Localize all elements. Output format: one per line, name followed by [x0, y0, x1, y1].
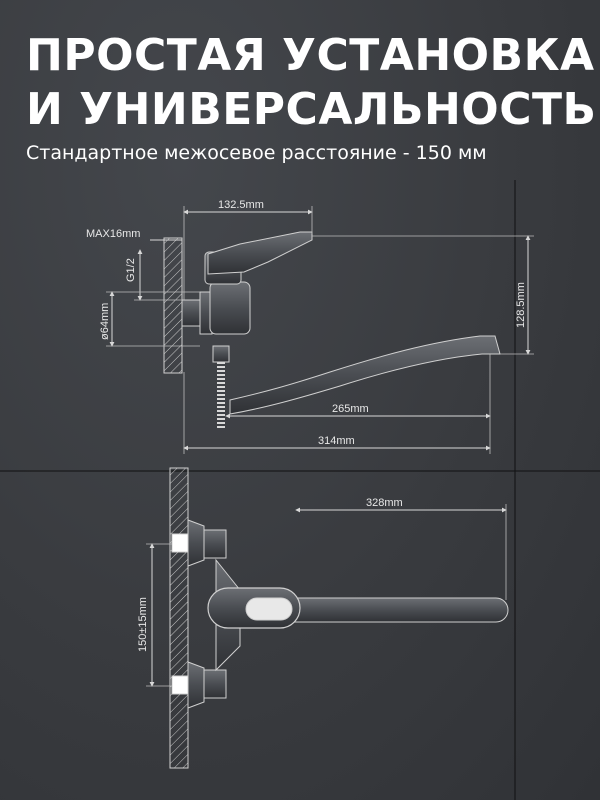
lever-handle-side [207, 231, 313, 275]
dim-label-265: 265mm [332, 403, 369, 415]
nut-bottom [203, 669, 227, 699]
inlet-bottom [171, 675, 191, 695]
headline-line-1: ПРОСТАЯ УСТАНОВКА [26, 30, 595, 81]
side-view: 132.5mm MAX16mm G1/2 ø64mm 128.5mm 265mm… [86, 199, 534, 454]
headline-line-2: И УНИВЕРСАЛЬНОСТЬ [26, 84, 597, 135]
front-view: 328mm 150±15mm [137, 467, 509, 769]
subtitle: Стандартное межосевое расстояние - 150 м… [26, 142, 487, 164]
dim-label-328: 328mm [366, 497, 403, 509]
decor-cap-bottom [187, 661, 205, 709]
wall-hatch-side [163, 237, 183, 374]
dim-label-128: 128.5mm [515, 282, 527, 328]
nut-top [203, 529, 227, 559]
decor-cap-top [187, 519, 205, 567]
tile-seam-vertical [514, 180, 516, 800]
handle-insert [245, 597, 293, 621]
dim-label-150: 150±15mm [137, 597, 149, 652]
inlet-top [171, 533, 191, 553]
dim-label-max16: MAX16mm [86, 228, 140, 240]
mixer-body-side [209, 281, 251, 335]
dim-label-132: 132.5mm [218, 199, 264, 211]
dim-label-g12: G1/2 [125, 258, 137, 282]
hose-connector [212, 345, 230, 363]
dim-label-314: 314mm [318, 435, 355, 447]
dim-label-64: ø64mm [99, 303, 111, 340]
tile-seam-horizontal [0, 470, 600, 472]
wall-hatch-front [169, 467, 189, 769]
